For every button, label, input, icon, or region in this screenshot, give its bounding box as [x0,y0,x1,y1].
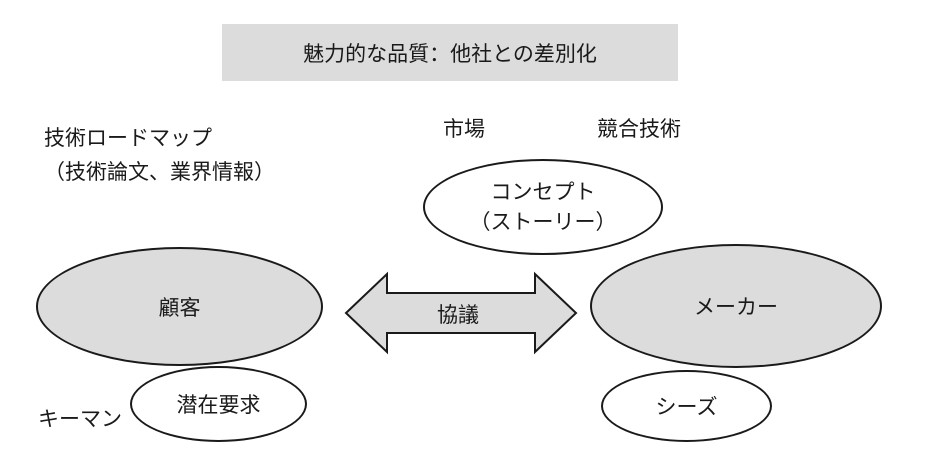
concept-node-label: コンセプト [490,179,596,204]
market-label: 市場 [443,117,485,141]
latent-needs-node-label: 潜在要求 [176,393,261,417]
maker-node-label: メーカー [694,295,778,319]
concept-node-sublabel: （ストーリー） [469,210,617,234]
diagram-title-text: 魅力的な品質：他社との差別化 [303,41,597,66]
keyman-label: キーマン [38,407,122,431]
customer-node-label: 顧客 [158,295,201,320]
diagram-title: 魅力的な品質：他社との差別化 [222,24,678,81]
arrow-label: 協議 [437,303,479,327]
concept-node: コンセプト （ストーリー） [423,159,663,255]
maker-node: メーカー [590,244,882,368]
competing-tech-label: 競合技術 [597,117,681,141]
double-arrow-shape [344,271,578,355]
seeds-node: シーズ [601,370,772,442]
roadmap-label: 技術ロードマップ [44,126,212,150]
roadmap-sources-label: （技術論文、業界情報） [44,160,275,184]
customer-node: 顧客 [36,247,323,366]
latent-needs-node: 潜在要求 [130,366,307,442]
seeds-node-label: シーズ [655,395,718,419]
